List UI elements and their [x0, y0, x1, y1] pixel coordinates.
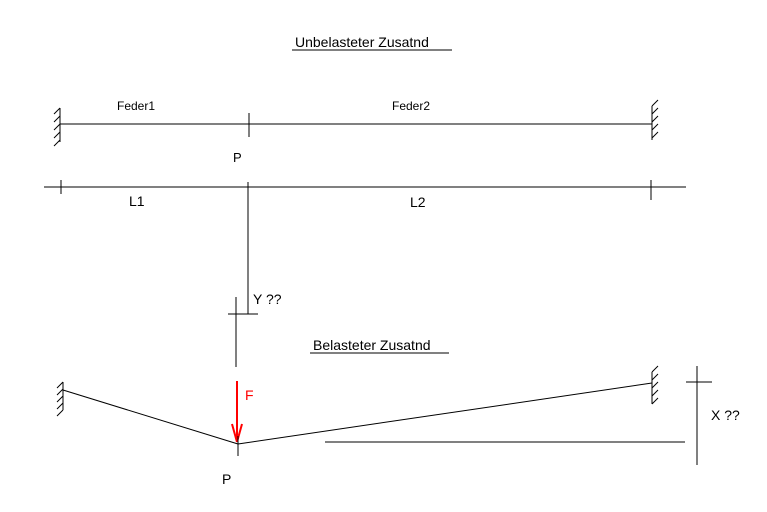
point-p-label-top: P — [233, 150, 242, 165]
x-dimension-label: X ?? — [711, 407, 740, 423]
point-p-label-bottom: P — [222, 471, 231, 487]
l2-label: L2 — [410, 194, 426, 210]
left-wall-top-icon — [53, 107, 61, 147]
force-arrow-icon — [231, 381, 243, 443]
y-dimension-label: Y ?? — [253, 291, 282, 307]
right-wall-bottom-icon — [651, 365, 659, 405]
l1-label: L1 — [129, 193, 145, 209]
force-label: F — [245, 387, 254, 403]
spring1-label: Feder1 — [117, 99, 155, 113]
left-wall-bottom-icon — [56, 381, 64, 417]
spring2-label: Feder2 — [392, 99, 430, 113]
right-wall-top-icon — [651, 99, 659, 140]
title-loaded: Belasteter Zusatnd — [313, 337, 431, 353]
deflected-spring1 — [62, 389, 239, 445]
title-unloaded: Unbelasteter Zusatnd — [295, 34, 429, 50]
deflected-spring2 — [237, 382, 653, 445]
